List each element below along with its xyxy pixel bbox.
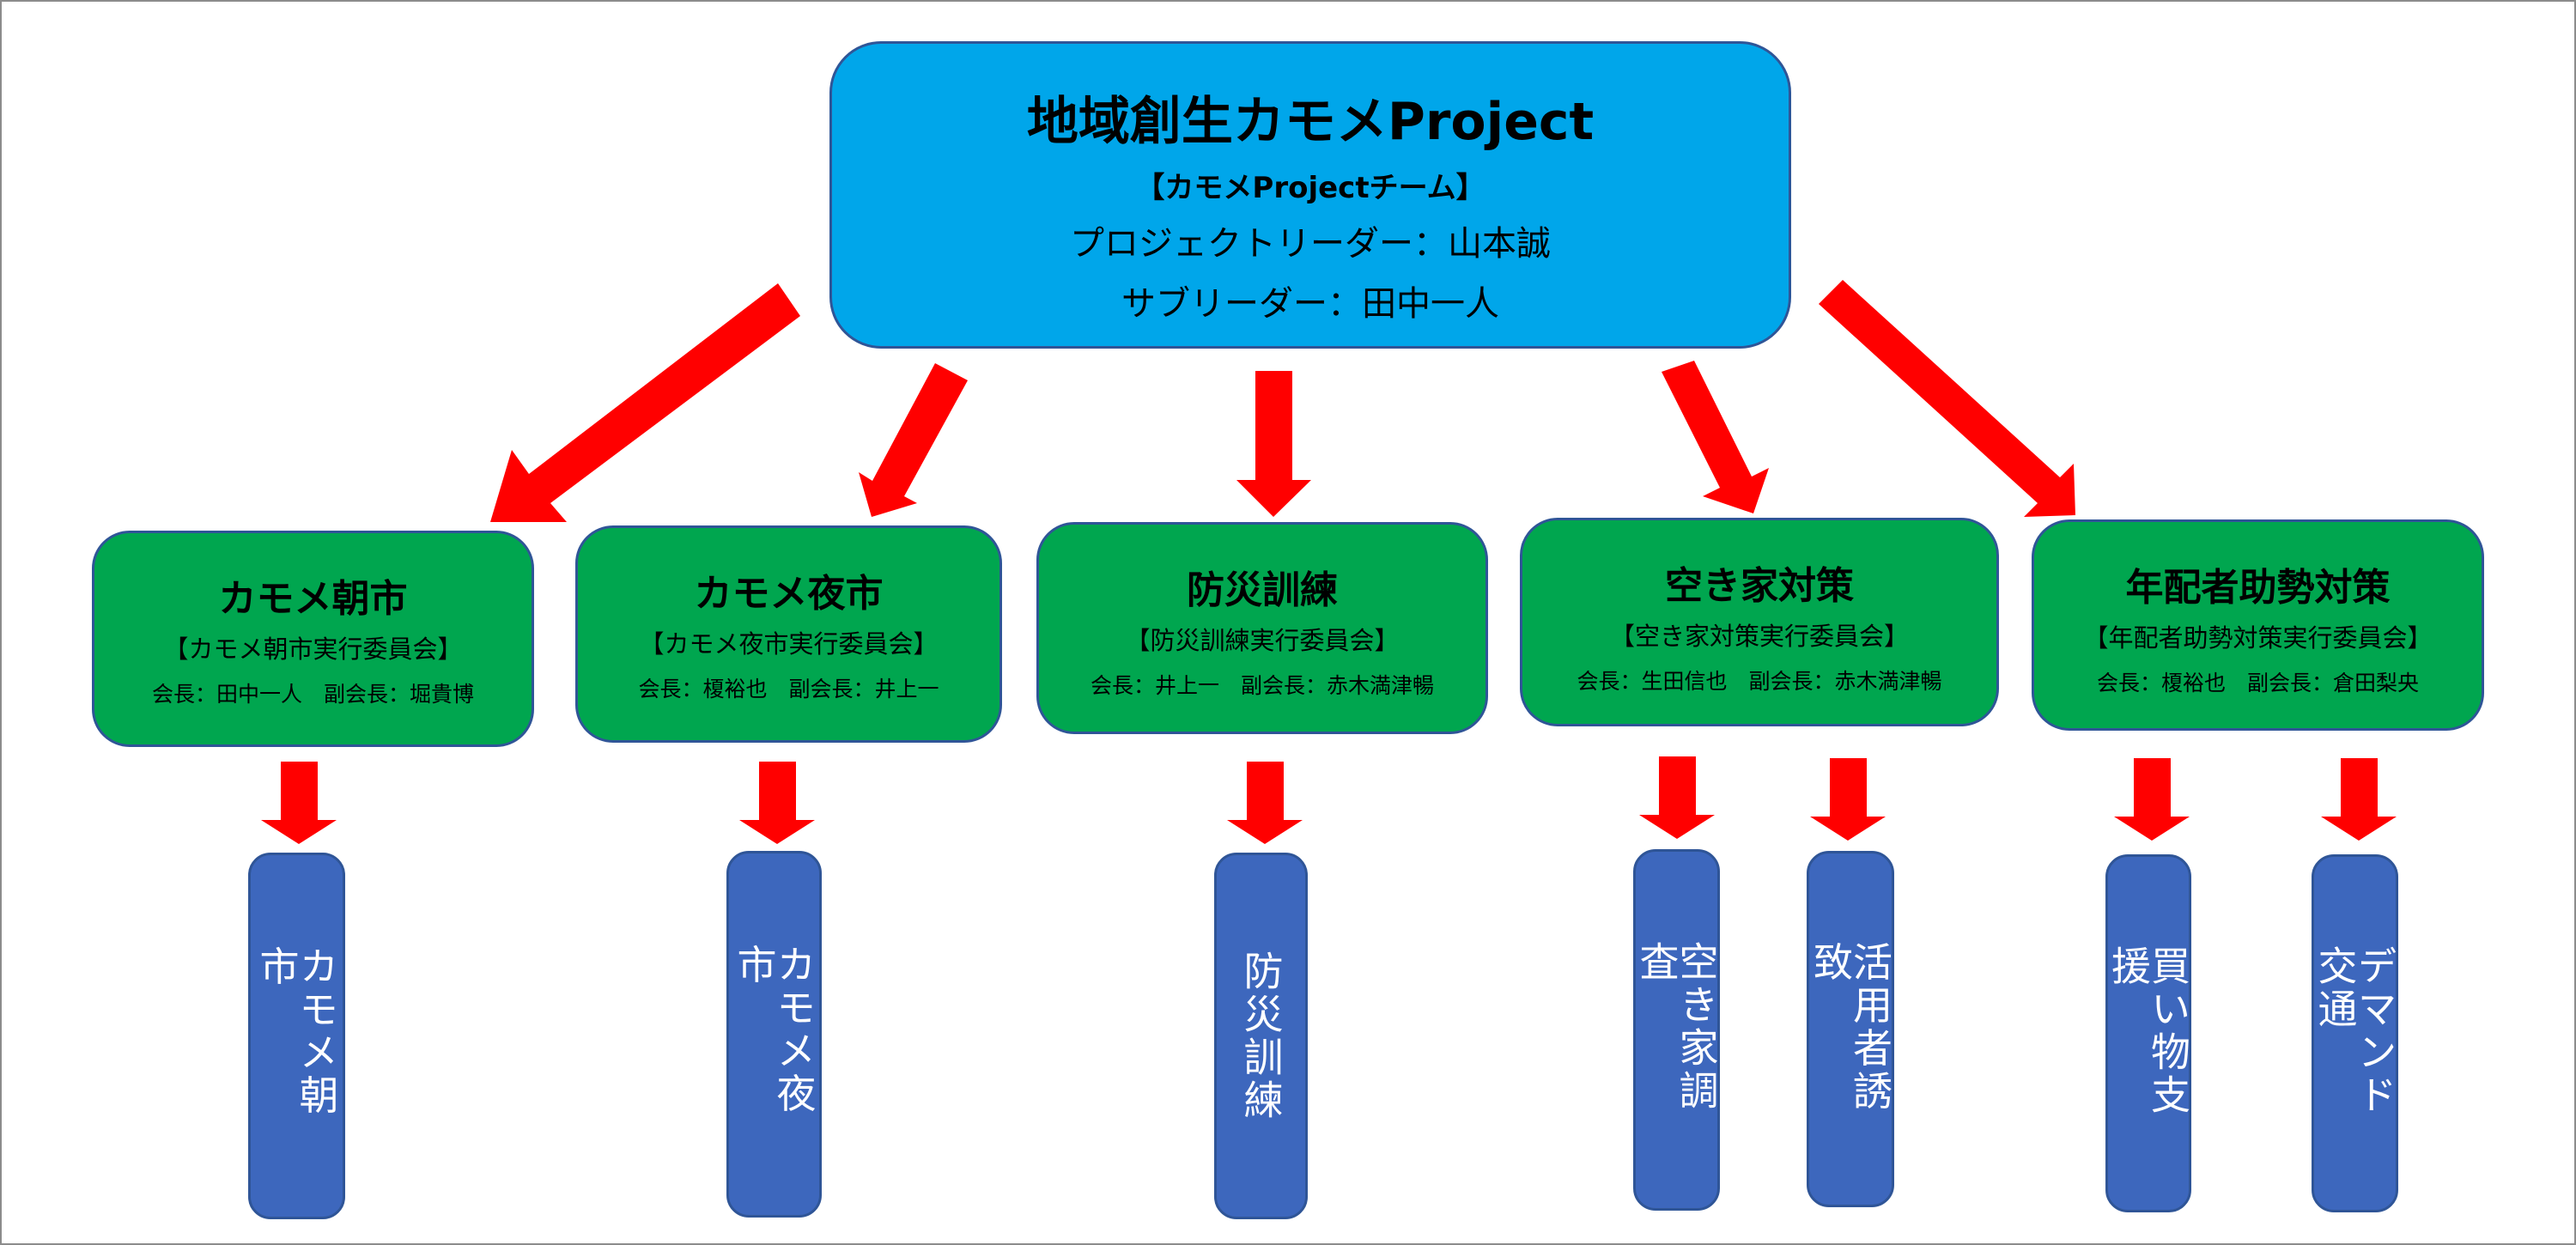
activity-box: 空き家調査 (1633, 849, 1720, 1211)
committee-box-asaichi: カモメ朝市 【カモメ朝市実行委員会】 会長：田中一人 副会長：堀貴博 (92, 531, 534, 747)
committee-box-yoichi: カモメ夜市 【カモメ夜市実行委員会】 会長：榎裕也 副会長：井上一 (575, 525, 1002, 743)
committee-leaders: 会長：井上一 副会長：赤木満津暢 (1090, 673, 1434, 698)
committee-box-bousai: 防災訓練 【防災訓練実行委員会】 会長：井上一 副会長：赤木満津暢 (1036, 522, 1488, 734)
project-root-box: 地域創生カモメProject 【カモメProjectチーム】 プロジェクトリーダ… (829, 41, 1791, 349)
activity-box: カモメ朝市 (248, 853, 345, 1219)
activity-box: 防災訓練 (1214, 853, 1308, 1219)
committee-title: 防災訓練 (1187, 568, 1338, 612)
activity-box: デマンド交通 (2312, 854, 2398, 1212)
project-sub-leader: サブリーダー：田中一人 (1121, 284, 1499, 324)
project-title: 地域創生カモメProject (1026, 92, 1595, 152)
committee-name: 【空き家対策実行委員会】 (1609, 622, 1909, 651)
committee-leaders: 会長：榎裕也 副会長：倉田梨央 (2096, 671, 2419, 695)
activity-label: 空き家調査 (1633, 940, 1720, 1113)
activity-box: 買い物支援 (2105, 854, 2191, 1212)
committee-name: 【カモメ夜市実行委員会】 (639, 629, 939, 659)
committee-title: カモメ朝市 (218, 577, 408, 621)
activity-box: 活用者誘致 (1807, 851, 1894, 1207)
committee-leaders: 会長：榎裕也 副会長：井上一 (638, 677, 939, 701)
committee-leaders: 会長：生田信也 副会長：赤木満津暢 (1577, 669, 1942, 694)
committee-title: 空き家対策 (1665, 564, 1854, 608)
committee-name: 【カモメ朝市実行委員会】 (163, 635, 463, 664)
project-leader: プロジェクトリーダー：山本誠 (1070, 224, 1551, 264)
committee-title: カモメ夜市 (694, 572, 884, 616)
activity-label: カモメ朝市 (253, 945, 340, 1118)
activity-label: 活用者誘致 (1807, 941, 1893, 1114)
activity-label: カモメ夜市 (731, 944, 817, 1116)
project-team: 【カモメProjectチーム】 (1135, 171, 1485, 205)
committee-name: 【年配者助勢対策実行委員会】 (2083, 623, 2433, 653)
committee-leaders: 会長：田中一人 副会長：堀貴博 (151, 682, 474, 707)
committee-box-elderly: 年配者助勢対策 【年配者助勢対策実行委員会】 会長：榎裕也 副会長：倉田梨央 (2032, 519, 2484, 731)
activity-label: 防災訓練 (1237, 950, 1285, 1122)
activity-label: デマンド交通 (2312, 944, 2398, 1117)
activity-label: 買い物支援 (2105, 944, 2191, 1117)
committee-box-akiya: 空き家対策 【空き家対策実行委員会】 会長：生田信也 副会長：赤木満津暢 (1520, 518, 1999, 726)
committee-name: 【防災訓練実行委員会】 (1125, 626, 1400, 655)
committee-title: 年配者助勢対策 (2125, 566, 2391, 610)
activity-box: カモメ夜市 (726, 851, 822, 1218)
